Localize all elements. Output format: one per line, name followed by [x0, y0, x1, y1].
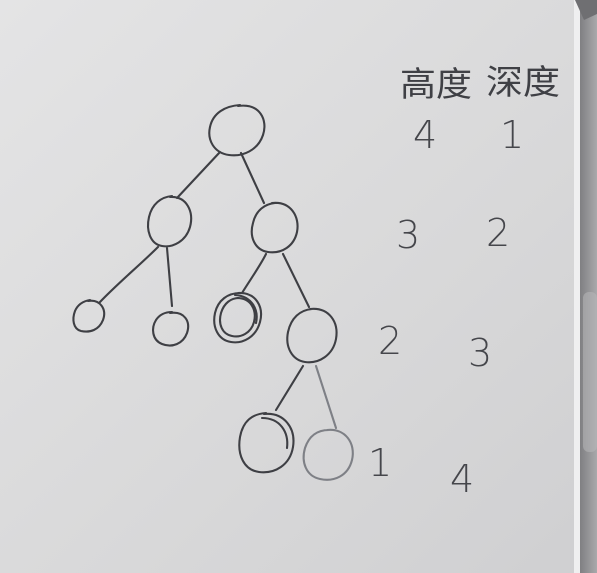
row1-height: 4: [413, 113, 437, 157]
row2-height: 3: [396, 213, 420, 257]
edge-n7-n8: [274, 364, 305, 412]
board-frame-edge: [579, 0, 597, 573]
tree-node-8: [238, 411, 295, 474]
tree-node-7: [286, 307, 338, 364]
board-marker-tray: [583, 292, 597, 452]
edge-n2-n4: [98, 245, 160, 304]
edge-n1-n3: [239, 151, 266, 205]
board-frame-rim: [574, 0, 580, 573]
board-clip: [575, 0, 597, 20]
tree-node-1: [208, 103, 266, 157]
edge-n3-n7: [281, 252, 311, 309]
tree-node-5: [152, 310, 190, 347]
row1-depth: 1: [500, 113, 524, 157]
edge-n3-n6: [240, 252, 268, 295]
edge-n2-n5: [165, 246, 174, 308]
tree-node-6-trace: [233, 293, 258, 325]
row3-height: 2: [378, 319, 402, 363]
tree-node-8-trace: [260, 416, 289, 450]
tree-node-9: [302, 428, 354, 481]
edge-n1-n2: [175, 150, 222, 200]
header-height: 高度: [400, 65, 472, 105]
tree-node-2: [147, 194, 193, 248]
tree-nodes: [72, 103, 354, 481]
tree-edges: [98, 150, 338, 430]
height-depth-table: 高度 深度 4 1 3 2 2 3 1 4: [368, 63, 560, 501]
header-depth: 深度: [486, 63, 560, 103]
tree-node-6: [213, 291, 262, 344]
tree-node-6-inner: [218, 296, 256, 338]
row2-depth: 2: [486, 211, 510, 255]
edge-n7-n9: [314, 364, 338, 430]
tree-node-3: [250, 201, 299, 254]
row4-height: 1: [368, 441, 392, 485]
row4-depth: 4: [450, 457, 474, 501]
tree-node-4: [72, 298, 106, 333]
row3-depth: 3: [468, 331, 492, 375]
